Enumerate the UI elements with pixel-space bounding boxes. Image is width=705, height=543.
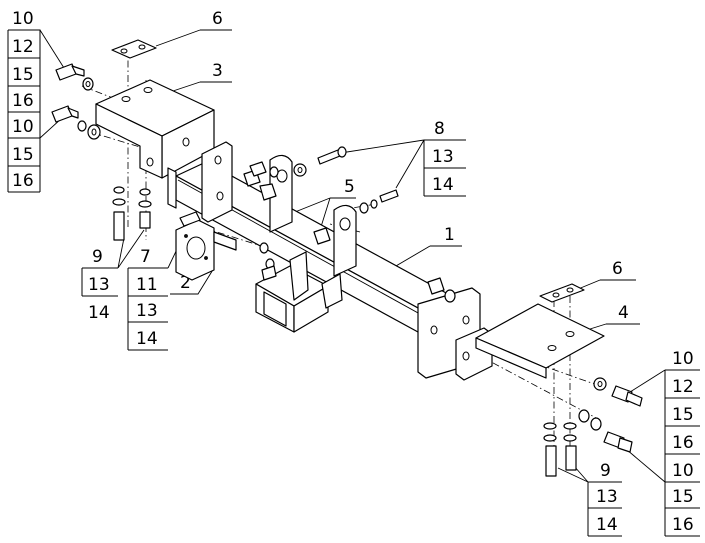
callout-2: 2 xyxy=(180,273,191,293)
right-bolts-group xyxy=(543,377,643,477)
callout-10: 10 xyxy=(672,349,694,369)
callout-1: 1 xyxy=(444,225,455,245)
callout-15: 15 xyxy=(12,145,34,165)
callout-14: 14 xyxy=(596,515,618,535)
callout-10: 10 xyxy=(672,461,694,481)
callout-10: 10 xyxy=(12,117,34,137)
callout-9: 9 xyxy=(600,461,611,481)
left-bolts-group xyxy=(51,63,152,241)
callout-15: 15 xyxy=(672,405,694,425)
callout-15: 15 xyxy=(12,65,34,85)
callout-14: 14 xyxy=(432,175,454,195)
callout-grid-bottom-right: 10 12 15 16 10 15 16 xyxy=(664,349,700,537)
callout-13: 13 xyxy=(136,301,158,321)
callout-6: 6 xyxy=(612,259,623,279)
callout-13: 13 xyxy=(432,147,454,167)
callout-9: 9 xyxy=(92,247,103,267)
callout-5: 5 xyxy=(344,177,355,197)
callout-grid-center-left: 7 11 13 14 xyxy=(127,247,168,351)
callout-grid-top-right: 8 13 14 xyxy=(423,119,466,197)
callout-14: 14 xyxy=(136,329,158,349)
callout-13: 13 xyxy=(88,275,110,295)
callout-6: 6 xyxy=(212,9,223,29)
top-plate-left xyxy=(111,39,157,59)
callout-16: 16 xyxy=(672,515,694,535)
callout-7: 7 xyxy=(140,247,151,267)
callout-12: 12 xyxy=(672,377,694,397)
chain-loop-right xyxy=(313,204,357,277)
socket-bracket xyxy=(175,211,277,281)
callout-13: 13 xyxy=(596,487,618,507)
callout-8: 8 xyxy=(434,119,445,139)
callout-12: 12 xyxy=(12,37,34,57)
callout-grid-bottom-center: 9 13 14 xyxy=(587,461,622,537)
callout-4: 4 xyxy=(618,303,629,323)
callout-grid-top-left: 10 12 15 16 10 15 16 xyxy=(7,9,41,193)
callout-grid-left-bottom: 9 13 14 xyxy=(81,247,118,323)
callout-14: 14 xyxy=(88,303,110,323)
left-end-plate xyxy=(201,141,233,223)
center-nuts xyxy=(243,146,456,303)
callout-10: 10 xyxy=(12,9,34,29)
callout-16: 16 xyxy=(12,91,34,111)
callout-3: 3 xyxy=(212,61,223,81)
right-mounting-bracket xyxy=(475,283,605,379)
callout-16: 16 xyxy=(12,171,34,191)
left-mounting-bracket xyxy=(95,79,215,179)
callout-11: 11 xyxy=(136,275,158,295)
callout-16: 16 xyxy=(672,433,694,453)
callout-15: 15 xyxy=(672,487,694,507)
